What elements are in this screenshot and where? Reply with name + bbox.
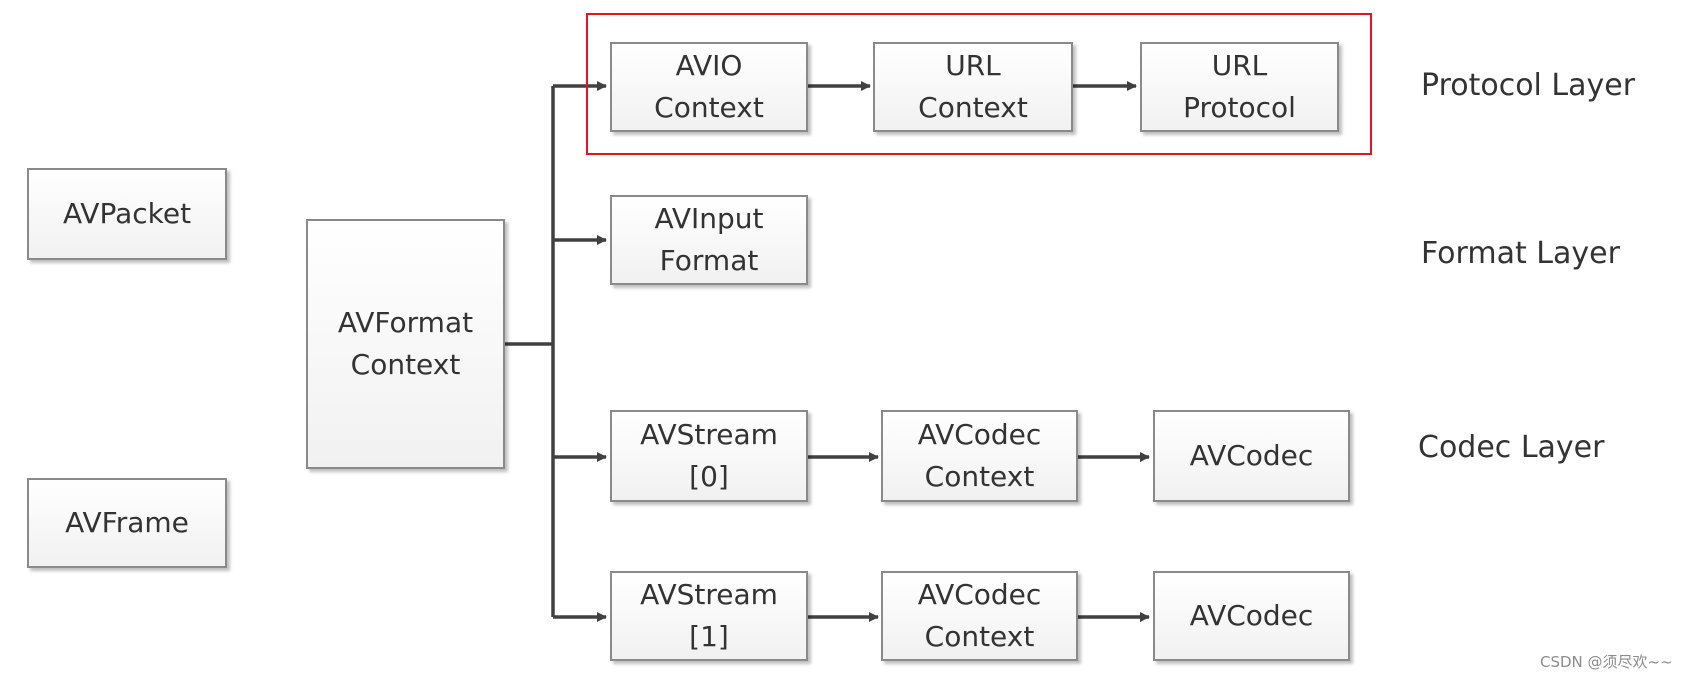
avcodec-0-box: AVCodec [1153,410,1350,502]
avio-context-box: AVIO Context [610,42,808,132]
protocol-layer-highlight [586,13,1372,155]
avstream-0-box: AVStream [0] [610,410,808,502]
avformat-context-box: AVFormat Context [306,219,505,469]
avcodec-context-0-box: AVCodec Context [881,410,1078,502]
avinput-format-box: AVInput Format [610,195,808,285]
protocol-layer-label: Protocol Layer [1421,68,1636,103]
format-layer-label: Format Layer [1421,236,1620,271]
avstream-1-box: AVStream [1] [610,571,808,661]
url-context-box: URL Context [873,42,1073,132]
avcodec-context-1-box: AVCodec Context [881,571,1078,661]
avframe-box: AVFrame [27,478,227,568]
codec-layer-label: Codec Layer [1418,430,1605,465]
avpacket-box: AVPacket [27,168,227,260]
avcodec-1-box: AVCodec [1153,571,1350,661]
watermark-text: CSDN @须尽欢~~ [1540,653,1673,671]
url-protocol-box: URL Protocol [1140,42,1339,132]
